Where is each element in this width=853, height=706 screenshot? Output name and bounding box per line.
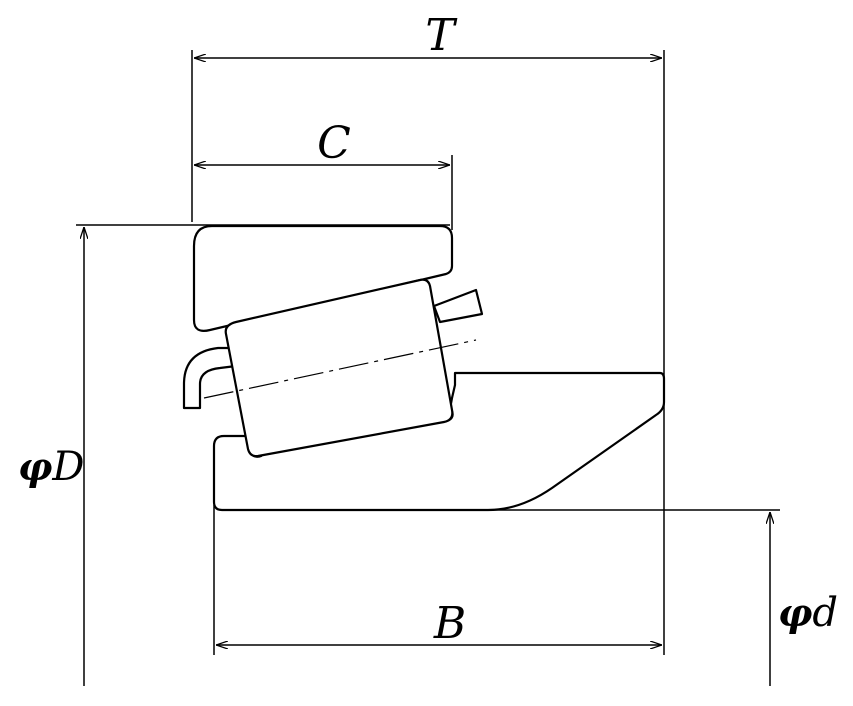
label-d-symbol: φ: [778, 590, 812, 635]
dimension-B: B: [213, 375, 665, 655]
roller-centerline: [203, 339, 477, 399]
cage-right: [432, 288, 484, 324]
label-C: C: [317, 118, 351, 169]
label-d-letter: d: [812, 590, 838, 636]
label-D: φD: [18, 444, 84, 490]
label-d: φd: [778, 590, 838, 636]
dimension-T: T: [191, 10, 665, 375]
inner-ring: [212, 371, 666, 512]
roller-corner-bottom-right: [443, 409, 454, 423]
label-D-letter: D: [51, 444, 84, 490]
dimension-d: φd: [490, 509, 838, 686]
label-T: T: [425, 10, 458, 61]
bearing-section: [182, 224, 666, 512]
dimension-C: C: [194, 118, 453, 230]
label-B: B: [433, 598, 466, 649]
cage-left: [182, 346, 238, 410]
outer-ring: [192, 224, 454, 332]
roller-corner-bottom-left: [247, 448, 263, 458]
label-D-symbol: φ: [18, 444, 52, 489]
